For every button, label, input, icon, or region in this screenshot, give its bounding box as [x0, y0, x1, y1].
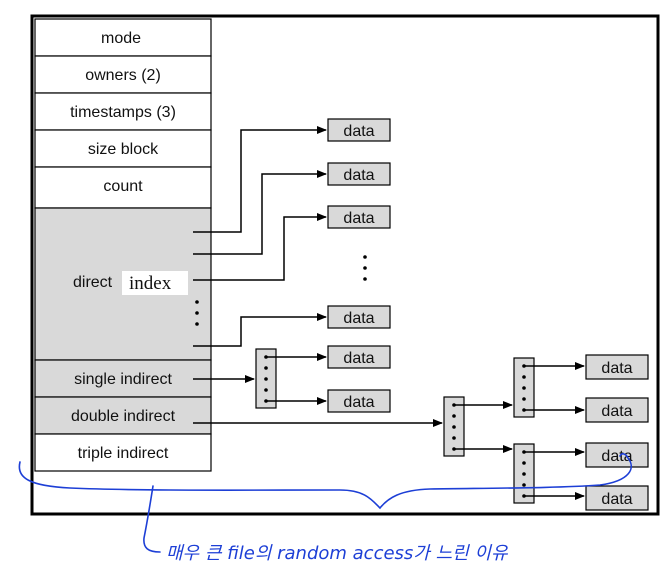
label-mode: mode: [101, 30, 141, 47]
label-direct: direct: [73, 274, 113, 291]
label-owners: owners (2): [85, 67, 161, 84]
inode-row-double-indirect: [34, 396, 212, 435]
data-block: [327, 118, 391, 142]
label-single-indirect: single indirect: [74, 371, 172, 388]
label-index-overlay: index: [129, 273, 172, 294]
outer-frame: [30, 14, 660, 516]
inode-row-size-block: [34, 129, 212, 168]
label-size-block: size block: [88, 141, 159, 158]
data-ellipsis-dot: [363, 266, 367, 270]
data-ellipsis-dot: [363, 277, 367, 281]
index-dot: [522, 472, 526, 476]
index-dot: [452, 436, 456, 440]
single-indirect-chain: data data: [193, 345, 391, 413]
inode-row-owners: [34, 55, 212, 94]
index-dot: [452, 414, 456, 418]
label-count: count: [103, 178, 143, 195]
handwritten-annotation: [18, 453, 633, 553]
direct-pointers: [193, 126, 327, 347]
data-block: [327, 345, 391, 369]
index-dot: [522, 386, 526, 390]
index-dot: [264, 377, 268, 381]
index-dot: [522, 461, 526, 465]
direct-ellipsis-dot: [195, 322, 199, 326]
data-block: [585, 485, 649, 511]
data-block: [585, 354, 649, 380]
data-ellipsis-dot: [363, 255, 367, 259]
data-block: [327, 162, 391, 186]
annotation-leader: [143, 485, 161, 553]
data-block-label: data: [343, 167, 374, 184]
data-block-label: data: [343, 123, 374, 140]
data-block-label: data: [601, 448, 632, 465]
data-block-label: data: [601, 491, 632, 508]
label-double-indirect: double indirect: [71, 408, 176, 425]
direct-pointer-last: [193, 313, 327, 347]
index-dot: [522, 483, 526, 487]
inode-row-timestamps: [34, 92, 212, 131]
index-dot: [452, 425, 456, 429]
inode-row-single-indirect: [34, 359, 212, 398]
label-triple-indirect: triple indirect: [78, 445, 169, 462]
annotation-bracket: [18, 453, 633, 510]
inode-row-triple-indirect: [34, 433, 212, 472]
data-block: [585, 442, 649, 468]
data-block: [327, 389, 391, 413]
direct-pointer-1: [193, 126, 327, 233]
direct-ellipsis-dot: [195, 311, 199, 315]
index-dot: [264, 388, 268, 392]
data-block-label: data: [343, 394, 374, 411]
inode-table: mode owners (2) timestamps (3) size bloc…: [34, 18, 212, 472]
data-block-label: data: [601, 403, 632, 420]
data-block: [585, 397, 649, 423]
data-block-label: data: [343, 210, 374, 227]
direct-pointer-2: [193, 170, 327, 255]
direct-data-blocks: data data data data: [327, 118, 391, 329]
annotation-text: 매우 큰 file의 random access가 느린 이유: [166, 543, 509, 564]
data-block-label: data: [601, 360, 632, 377]
direct-pointer-3: [193, 213, 327, 281]
data-block: [327, 205, 391, 229]
data-block: [327, 305, 391, 329]
index-dot: [522, 375, 526, 379]
index-dot: [522, 397, 526, 401]
direct-ellipsis-dot: [195, 300, 199, 304]
index-dot: [264, 366, 268, 370]
index-overlay-box: [122, 271, 188, 295]
label-timestamps: timestamps (3): [70, 104, 176, 121]
data-block-label: data: [343, 350, 374, 367]
data-block-label: data: [343, 310, 374, 327]
